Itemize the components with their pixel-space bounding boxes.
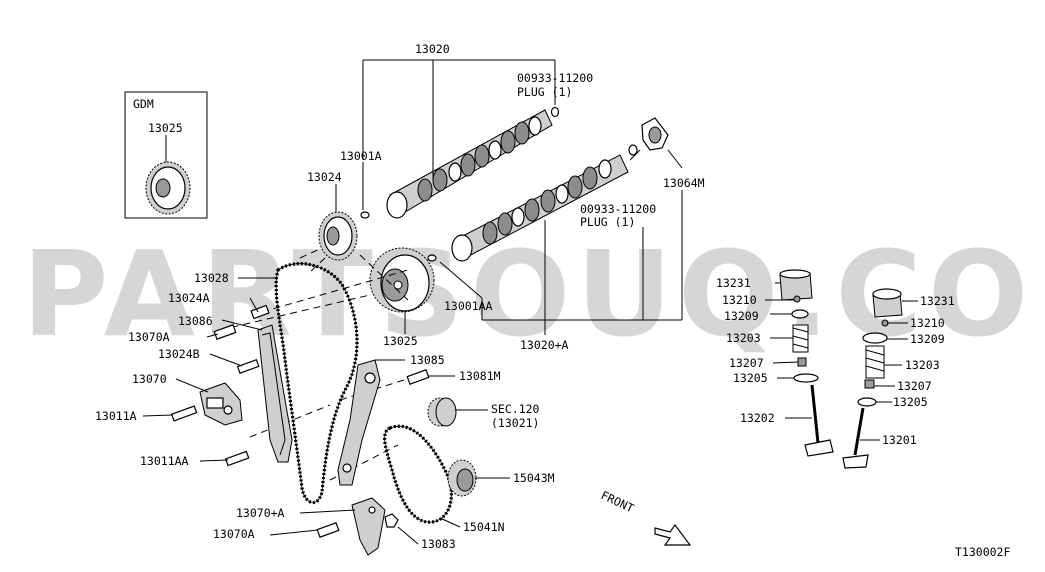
label-13203-right[interactable]: 13203 [905,358,940,372]
front-arrow-icon: FRONT [599,488,692,546]
pin-13070A-lower-icon [316,522,340,538]
oil-pump-chain-15041N-icon [383,424,454,524]
label-13210-right[interactable]: 13210 [910,316,945,330]
front-label: FRONT [599,488,636,515]
sprocket-13024-icon [318,211,358,261]
label-13028[interactable]: 13028 [194,271,229,285]
bolt-13024A-icon [250,304,270,320]
valve-train-right [842,288,918,469]
label-13070A-bottom[interactable]: 13070A [213,527,255,541]
bolt-13081M-icon [406,369,430,385]
leader-lines [335,59,683,335]
label-plug1-text: PLUG (1) [517,85,572,99]
label-13231-left[interactable]: 13231 [716,276,751,290]
bolt-13083-icon [384,513,399,528]
bolt-13024B-icon [236,358,260,374]
oil-pump-sprocket-15043M-icon [447,459,477,497]
label-13081M[interactable]: 13081M [459,369,501,383]
label-13001AA[interactable]: 13001AA [444,299,493,313]
label-13064M[interactable]: 13064M [663,176,705,190]
oil-pump-tensioner-icon [351,497,386,556]
camshaft-upper [360,106,560,219]
label-13025[interactable]: 13025 [383,334,418,348]
label-13086[interactable]: 13086 [178,314,213,328]
label-13024A[interactable]: 13024A [168,291,210,305]
label-13024B[interactable]: 13024B [158,347,200,361]
diagram-code: T130002F [955,545,1010,559]
gdm-inset: GDM 13025 [124,91,208,219]
label-13085[interactable]: 13085 [410,353,445,367]
label-13209-left[interactable]: 13209 [724,309,759,323]
gdm-part-label[interactable]: 13025 [148,121,183,135]
label-13205-right[interactable]: 13205 [893,395,928,409]
cam-sensor-13064M-icon [641,117,669,151]
label-13201[interactable]: 13201 [882,433,917,447]
label-13070A-top[interactable]: 13070A [128,330,170,344]
label-13024[interactable]: 13024 [307,170,342,184]
label-13011AA[interactable]: 13011AA [140,454,189,468]
label-13205-left[interactable]: 13205 [733,371,768,385]
crank-sprocket-13021-icon [427,397,457,427]
timing-chain-13028-icon [274,261,359,504]
label-13070[interactable]: 13070 [132,372,167,386]
pin-13070A-icon [213,324,237,340]
bolt-13011A-icon [170,405,198,422]
label-13011A[interactable]: 13011A [95,409,137,423]
label-15041N[interactable]: 15041N [463,520,505,534]
label-13207-left[interactable]: 13207 [729,356,764,370]
label-sec120-sub: (13021) [491,416,539,430]
label-15043M[interactable]: 15043M [513,471,555,485]
part-labels: 13020 00933-11200 PLUG (1) 13001A 13024 … [95,42,1010,559]
label-plug2-text: PLUG (1) [580,215,635,229]
gdm-title: GDM [133,97,154,111]
label-13203-left[interactable]: 13203 [726,331,761,345]
label-13020[interactable]: 13020 [415,42,450,56]
label-13210-left[interactable]: 13210 [722,293,757,307]
leader-lines-lower [142,277,510,545]
label-sec120[interactable]: SEC.120 [491,402,540,416]
valve-train-left [765,269,834,457]
chain-tensioner-13070-icon [199,382,243,426]
label-13209-right[interactable]: 13209 [910,332,945,346]
label-plug1-number[interactable]: 00933-11200 [517,71,593,85]
chain-guide-13086-icon [257,324,293,463]
label-13001A[interactable]: 13001A [340,149,382,163]
label-13020A[interactable]: 13020+A [520,338,569,352]
camshaft-lower [427,144,638,262]
bolt-13011AA-icon [224,450,250,467]
label-13083[interactable]: 13083 [421,537,456,551]
gdm-sprocket-icon [145,161,191,215]
vtc-sprocket-13025-icon [369,247,435,313]
label-plug2-number[interactable]: 00933-11200 [580,202,656,216]
label-13207-right[interactable]: 13207 [897,379,932,393]
label-13231-right[interactable]: 13231 [920,294,955,308]
tensioner-arm-13085-icon [337,359,381,486]
label-13202[interactable]: 13202 [740,411,775,425]
label-13070pA[interactable]: 13070+A [236,506,285,520]
